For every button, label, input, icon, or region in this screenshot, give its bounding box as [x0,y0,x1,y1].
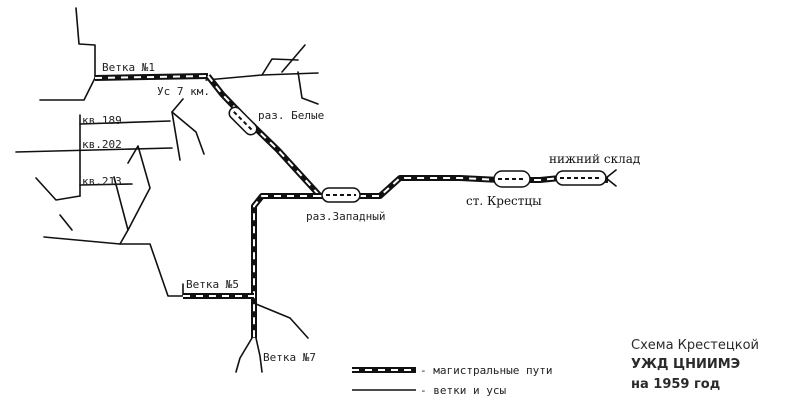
title-line-1: Схема Крестецкой [631,338,759,353]
stations [228,106,617,203]
label-kv202: кв.202 [82,138,122,151]
label-st-krestsy: ст. Крестцы [466,194,542,208]
branch-vetka7-right [255,303,309,339]
branch-lower-left-2 [59,214,73,231]
station-nizhniy-sklad [555,169,617,187]
branch-kv189 [79,120,171,125]
main-vetka1 [94,75,209,79]
legend-main-label: - магистральные пути [420,364,552,377]
passing-loop-belye [228,106,258,136]
branch-right-of-kv213 [113,145,151,231]
label-us7km: Ус 7 км. [157,85,210,98]
label-raz-zapadny: раз.Западный [306,210,385,223]
label-raz-belye: раз. Белые [258,109,324,122]
branch-us7-hook [171,111,205,155]
label-nizhniy-sklad: нижний склад [549,152,640,166]
title-block: Схема Крестецкой УЖД ЦНИИМЭ на 1959 год [631,338,759,392]
branch-top-right-diag1 [261,58,299,76]
branch-vetka7-left [235,337,253,373]
map-labels: Ветка №1 Ус 7 км. раз. Белые кв.189 кв.2… [82,61,640,364]
branch-top-right-diag2 [281,44,306,73]
branch-us7-down [171,98,184,161]
branch-kv213 [79,183,133,186]
legend: - магистральные пути - ветки и усы [352,364,552,397]
branch-lower-left-3 [119,229,129,245]
label-kv189: кв.189 [82,114,122,127]
title-line-3: на 1959 год [631,377,720,392]
label-vetka5: Ветка №5 [186,278,239,291]
main-south-line [253,195,320,338]
legend-branch-label: - ветки и усы [420,384,506,397]
label-vetka7: Ветка №7 [263,351,316,364]
branch-top-right-diag3 [297,71,319,105]
label-vetka1: Ветка №1 [102,61,155,74]
station-krestsy [493,170,531,188]
passing-loop-zapadny [321,187,361,203]
branch-left-hook [39,77,96,101]
branch-kv213-diag [35,177,81,201]
label-kv213: кв.213 [82,175,122,188]
branch-vetka7-down [255,337,263,373]
branch-topleft-vertical [75,7,96,79]
branch-lower-left [43,236,183,297]
branch-kv202 [15,147,173,153]
title-line-2: УЖД ЦНИИМЭ [631,357,740,372]
branch-lines [15,7,319,373]
